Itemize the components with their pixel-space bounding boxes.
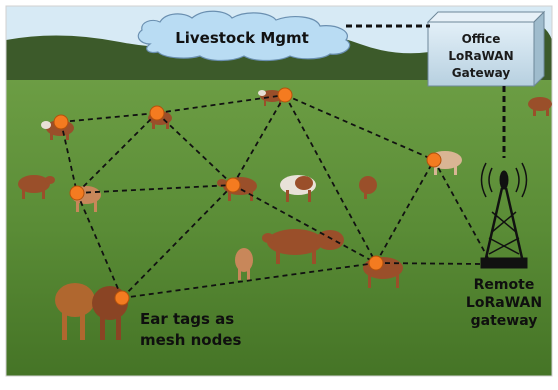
mesh-link: [76, 112, 158, 194]
cow-icon: [235, 248, 253, 280]
remote-gateway-line1: Remote: [474, 277, 535, 293]
radio-tower-icon: [480, 162, 528, 269]
ear-tags-caption: Ear tags as mesh nodes: [140, 310, 242, 349]
ear-tag-node: [277, 87, 293, 103]
ear-tag-node: [225, 177, 241, 193]
cow-icon: [262, 229, 344, 264]
ear-tag-node: [426, 152, 442, 168]
ear-tag-node: [69, 185, 85, 201]
mesh-link: [121, 262, 377, 299]
caption-line2: mesh nodes: [140, 331, 242, 349]
livestock-mgmt-cloud: Livestock Mgmt: [137, 10, 351, 62]
cloud-label: Livestock Mgmt: [175, 29, 309, 47]
mesh-link: [284, 94, 435, 161]
remote-gateway-line3: gateway: [471, 313, 538, 329]
cow-icon: [528, 97, 552, 116]
mesh-link: [284, 94, 377, 264]
mesh-link: [156, 94, 286, 114]
ear-tag-node: [368, 255, 384, 271]
mesh-links: [60, 94, 489, 299]
mesh-link: [433, 159, 489, 259]
cow-icon: [280, 175, 316, 202]
cow-icon: [55, 283, 95, 340]
office-gateway-line3: Gateway: [452, 66, 511, 80]
ear-tag-node: [53, 114, 69, 130]
mesh-link: [232, 184, 377, 264]
cow-icon: [359, 176, 377, 199]
mesh-link: [76, 184, 234, 194]
pasture: [6, 80, 552, 376]
ear-tag-node: [149, 105, 165, 121]
office-gateway-line2: LoRaWAN: [448, 49, 513, 63]
office-gateway-line1: Office: [462, 32, 501, 46]
mesh-link: [60, 112, 158, 123]
remote-gateway-label: Remote LoRaWAN gateway: [466, 277, 542, 329]
herd: [18, 90, 552, 340]
caption-line1: Ear tags as: [140, 310, 234, 328]
mesh-link: [76, 192, 123, 299]
mesh-link: [375, 159, 435, 264]
mesh-nodes: [53, 87, 442, 306]
cow-icon: [18, 175, 55, 199]
remote-gateway-line2: LoRaWAN: [466, 295, 542, 311]
mesh-link: [60, 121, 78, 194]
office-gateway-box: Office LoRaWAN Gateway: [426, 10, 546, 88]
ear-tag-node: [114, 290, 130, 306]
